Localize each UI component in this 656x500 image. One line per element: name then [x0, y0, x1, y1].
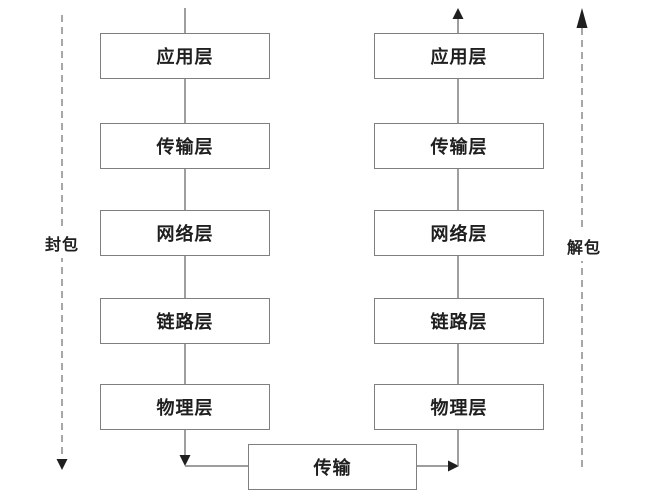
left-layer-box-network: 网络层	[100, 210, 270, 256]
left-layer-box-application: 应用层	[100, 33, 270, 79]
right-layer-box-transport: 传输层	[374, 123, 544, 169]
transport-box: 传输	[248, 444, 417, 490]
down-arrowhead-icon	[179, 455, 191, 466]
right-arrowhead-icon	[448, 460, 459, 472]
left-layer-box-physical: 物理层	[100, 384, 270, 430]
up-arrowhead-icon	[576, 8, 588, 28]
encapsulation-label: 封包	[42, 228, 82, 258]
right-layer-box-application: 应用层	[374, 33, 544, 79]
right-layer-box-network: 网络层	[374, 210, 544, 256]
decapsulation-label: 解包	[564, 231, 604, 261]
right-layer-box-physical: 物理层	[374, 384, 544, 430]
left-layer-box-link: 链路层	[100, 298, 270, 344]
up-arrowhead-icon	[452, 8, 464, 19]
down-arrowhead-icon	[56, 459, 68, 470]
left-layer-box-transport: 传输层	[100, 123, 270, 169]
right-layer-box-link: 链路层	[374, 298, 544, 344]
